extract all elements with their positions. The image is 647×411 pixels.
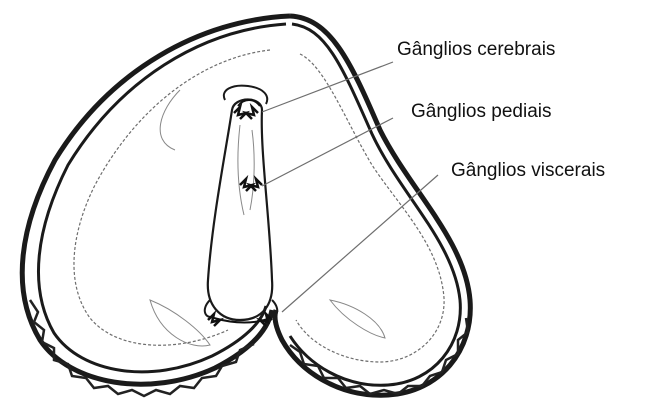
leader-line-pedal [262,118,393,186]
central-body [205,86,277,320]
label-visceral-ganglia: Gânglios viscerais [451,161,605,180]
left-shell-valve [22,16,290,396]
label-pedal-ganglia: Gânglios pediais [411,102,551,121]
leader-line-visceral [282,175,438,312]
right-shell-valve [275,16,470,395]
pedal-ganglia [240,179,262,191]
leader-line-cerebral [262,62,393,112]
label-cerebral-ganglia: Gânglios cerebrais [397,40,555,59]
